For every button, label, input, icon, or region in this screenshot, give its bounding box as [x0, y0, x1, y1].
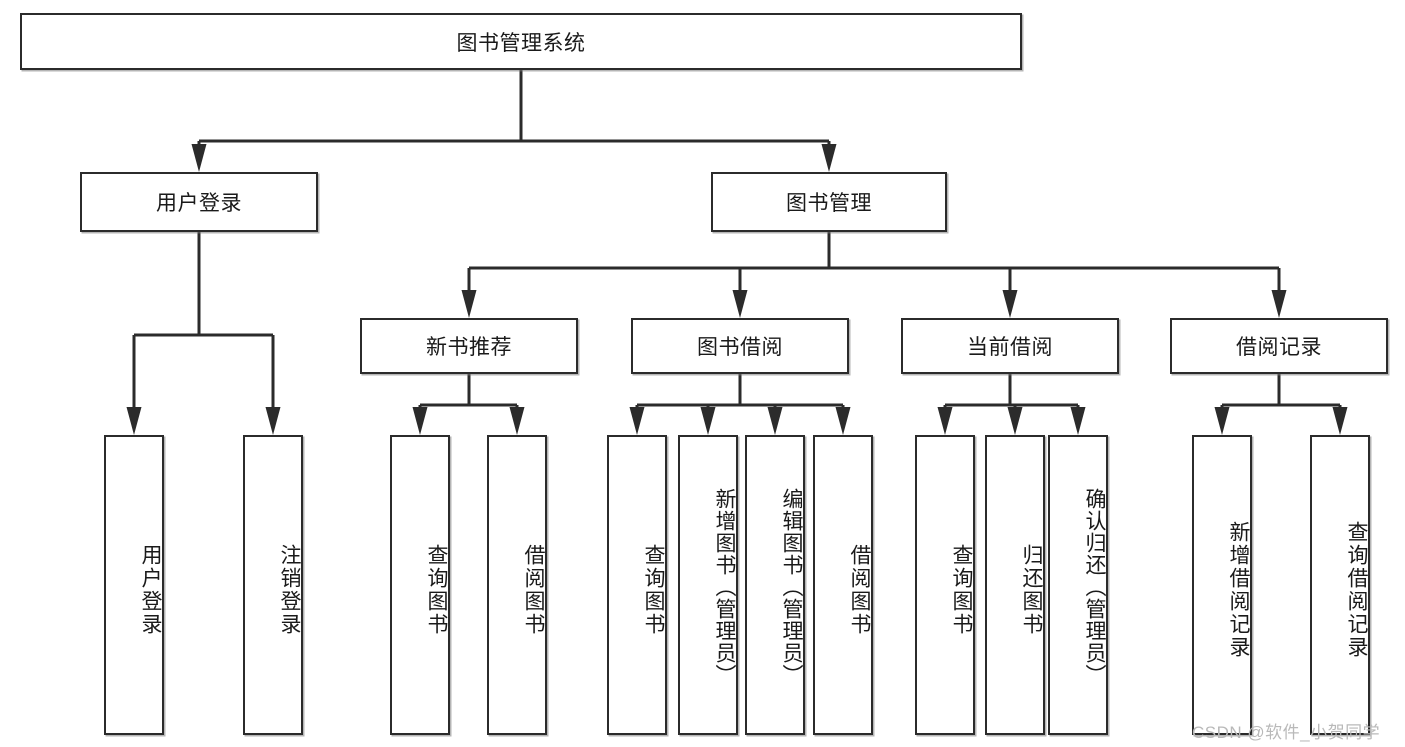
leaf-node-借阅图书: 借阅图书 [813, 435, 873, 735]
arrowhead-icon [629, 407, 645, 435]
node-label: 用户登录 [139, 544, 162, 636]
node-图书管理: 图书管理 [711, 172, 947, 232]
node-当前借阅: 当前借阅 [901, 318, 1119, 374]
node-图书借阅: 图书借阅 [631, 318, 849, 374]
arrowhead-icon [835, 407, 851, 435]
arrowhead-icon [1002, 290, 1018, 318]
node-label: 查询图书 [950, 544, 973, 636]
leaf-node-归还图书: 归还图书 [985, 435, 1045, 735]
arrowhead-icon [821, 144, 837, 172]
node-label: 用户登录 [156, 192, 242, 215]
arrowhead-icon [767, 407, 783, 435]
node-label: 图书管理 [786, 192, 872, 215]
arrowhead-icon [191, 144, 207, 172]
node-label: 借阅记录 [1236, 336, 1322, 359]
leaf-node-注销登录: 注销登录 [243, 435, 303, 735]
leaf-node-借阅图书: 借阅图书 [487, 435, 547, 735]
arrowhead-icon [1214, 407, 1230, 435]
node-label: 编辑图书（管理员） [780, 488, 803, 686]
arrowhead-icon [412, 407, 428, 435]
node-label: 借阅图书 [522, 544, 545, 636]
node-新书推荐: 新书推荐 [360, 318, 578, 374]
node-用户登录: 用户登录 [80, 172, 318, 232]
arrowhead-icon [509, 407, 525, 435]
node-label: 归还图书 [1020, 544, 1043, 636]
node-label: 确认归还（管理员） [1083, 488, 1106, 686]
arrowhead-icon [1070, 407, 1086, 435]
arrowhead-icon [1007, 407, 1023, 435]
arrowhead-icon [1271, 290, 1287, 318]
root-node-图书管理系统: 图书管理系统 [20, 13, 1022, 70]
leaf-node-查询借阅记录: 查询借阅记录 [1310, 435, 1370, 735]
leaf-node-编辑图书管理员: 编辑图书（管理员） [745, 435, 805, 735]
node-label: 图书借阅 [697, 336, 783, 359]
node-label: 新增借阅记录 [1227, 521, 1250, 659]
arrowhead-icon [937, 407, 953, 435]
node-label: 新书推荐 [426, 336, 512, 359]
node-label: 注销登录 [278, 544, 301, 636]
leaf-node-新增图书管理员: 新增图书（管理员） [678, 435, 738, 735]
leaf-node-查询图书: 查询图书 [607, 435, 667, 735]
leaf-node-用户登录: 用户登录 [104, 435, 164, 735]
arrowhead-icon [461, 290, 477, 318]
node-label: 当前借阅 [967, 336, 1053, 359]
arrowhead-icon [1332, 407, 1348, 435]
node-label: 查询图书 [642, 544, 665, 636]
node-label: 新增图书（管理员） [713, 488, 736, 686]
node-label: 查询借阅记录 [1345, 521, 1368, 659]
node-label: 借阅图书 [848, 544, 871, 636]
node-label: 查询图书 [425, 544, 448, 636]
node-借阅记录: 借阅记录 [1170, 318, 1388, 374]
leaf-node-查询图书: 查询图书 [390, 435, 450, 735]
node-label: 图书管理系统 [456, 31, 586, 55]
csdn-watermark: CSDN @软件_小贺同学 [1192, 723, 1381, 742]
leaf-node-查询图书: 查询图书 [915, 435, 975, 735]
arrowhead-icon [732, 290, 748, 318]
leaf-node-新增借阅记录: 新增借阅记录 [1192, 435, 1252, 735]
leaf-node-确认归还管理员: 确认归还（管理员） [1048, 435, 1108, 735]
arrowhead-icon [700, 407, 716, 435]
arrowhead-icon [126, 407, 142, 435]
arrowhead-icon [265, 407, 281, 435]
